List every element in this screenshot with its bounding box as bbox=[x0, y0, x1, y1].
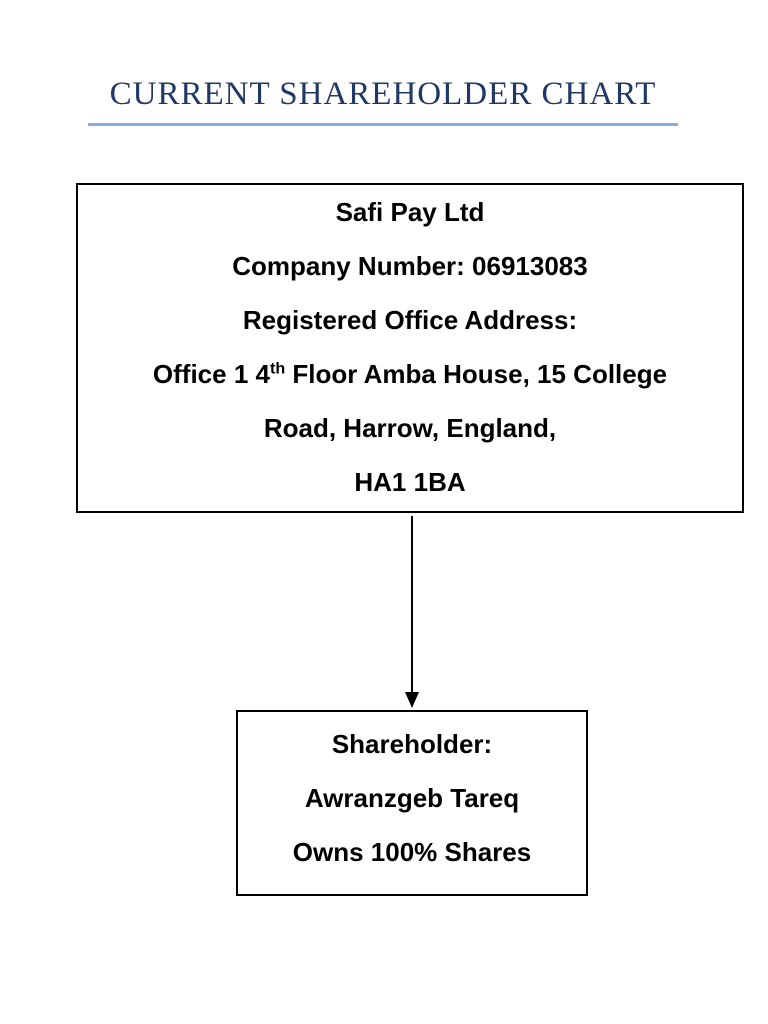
address-line-1: Office 1 4th Floor Amba House, 15 Colleg… bbox=[78, 347, 742, 401]
ordinal-superscript: th bbox=[269, 359, 286, 378]
title-block: CURRENT SHAREHOLDER CHART bbox=[88, 76, 678, 126]
address-line-2: Road, Harrow, England, bbox=[263, 413, 557, 443]
shareholder-ownership: Owns 100% Shares bbox=[292, 837, 532, 867]
shareholder-name: Awranzgeb Tareq bbox=[304, 783, 520, 813]
company-number: Company Number: 06913083 bbox=[232, 251, 588, 281]
shareholder-box: Shareholder: Awranzgeb Tareq Owns 100% S… bbox=[236, 710, 588, 896]
postcode: HA1 1BA bbox=[354, 467, 466, 497]
shareholder-heading: Shareholder: bbox=[331, 729, 493, 759]
address-line-1-post: Floor Amba House, 15 College bbox=[285, 359, 668, 389]
registered-office-heading: Registered Office Address: bbox=[242, 305, 578, 335]
down-arrow-icon bbox=[405, 516, 419, 708]
address-line-1-pre: Office 1 4 bbox=[152, 359, 270, 389]
company-name: Safi Pay Ltd bbox=[335, 197, 485, 227]
page-title: CURRENT SHAREHOLDER CHART bbox=[109, 76, 657, 112]
company-box: Safi Pay Ltd Company Number: 06913083 Re… bbox=[76, 183, 744, 513]
